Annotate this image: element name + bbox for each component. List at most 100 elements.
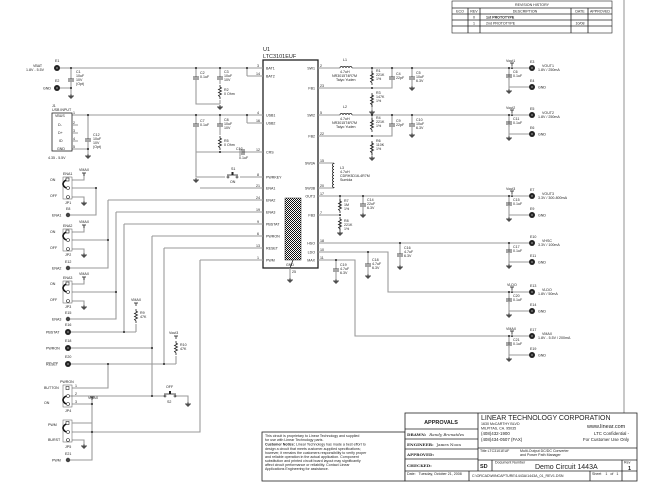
jp4-on: ON [44,401,50,405]
pin-num: 16 [256,119,260,123]
output-gnd-ref: E9 [530,207,534,211]
ic-ref: U1 [263,47,270,53]
c16-value: 4.7uF [404,250,414,254]
r3-tol: 1% [376,99,382,103]
svg-text:Date:Tuesday, October 21, 2008: Date:Tuesday, October 21, 2008 [407,472,462,476]
pbstat-terminal[interactable] [65,329,71,335]
capacitor-c4 [388,73,396,83]
pin-num: 24 [256,196,260,200]
c10-ref: C10 [416,118,423,122]
jp2-on: ON [50,230,56,234]
jp2-off: OFF [50,246,58,250]
pin-num: 4 [257,111,259,115]
usb-range: 4.35 - 5.5V [48,156,66,160]
output-gnd-ref: E14 [530,303,536,307]
c12-ref: C12 [93,133,100,137]
r4-value: 221K [376,120,385,124]
c9-value: 22pF [396,123,405,127]
output-label: VOUT1 [542,64,554,68]
vmax-flag: VMAX [88,396,99,400]
e12-ref: E12 [65,260,71,264]
c12-opt: (Opt) [93,145,101,149]
output-spec: 1.8V - 5.5V / 200mA [538,336,571,340]
size: SD [480,464,488,470]
output-gnd-ref: E19 [530,347,536,351]
rev-row-0-rev: 0 [473,16,475,20]
jumper-jp2[interactable] [62,228,73,252]
vldo-terminal[interactable] [529,289,535,295]
rev-header-desc: DESCRIPTION [513,10,538,14]
output-net-flag: VLDO [507,283,517,287]
r8-tol: 1% [344,227,350,231]
pin-num: 8 [257,173,259,177]
e18-ref: E18 [65,339,71,343]
r2-ref: R2 [224,88,229,92]
jumper-jp5[interactable] [62,419,73,443]
pwron-terminal[interactable] [65,345,71,351]
output-cap-value: 0.1uF [513,121,523,125]
capacitor-c2 [192,73,200,83]
ena2-test-point[interactable] [65,265,71,271]
jp3-net: ENA3 [63,276,72,280]
j1-pin-id: ID [59,139,63,143]
j1-pin-gnd: GND [57,147,65,151]
output-cap-value: 0.1uF [513,74,523,78]
vbat-terminal[interactable] [54,65,60,71]
rev-header-eco: ECO [456,10,464,14]
vout1-terminal[interactable] [529,65,535,71]
pin-out3: OUT3 [305,195,315,199]
fax: (408)434-0507 (FAX) [481,437,523,442]
jumper-jp1[interactable] [62,176,73,200]
jumper-jp4[interactable] [62,384,73,408]
gnd-terminal[interactable] [54,85,60,91]
r7-tol: 1% [344,207,350,211]
docnum-label: Document Number [495,461,526,465]
output-cap-value: 0.1uF [513,249,523,253]
gnd-terminal[interactable] [529,259,535,265]
output-label: VOUT2 [542,111,554,115]
ena1-test-point[interactable] [65,212,71,218]
svg-text:ENGINEER:James Noon: ENGINEER:James Noon [407,442,461,447]
pin-num: 2 [75,392,77,396]
gnd-terminal[interactable] [529,131,535,137]
sheet-label: Sheet [592,472,601,476]
notice-line: affect circuit performance or reliabilit… [265,463,350,467]
rev-row-1-desc: 2nd PROTOTYPE [486,22,516,26]
e15-label: ENA3 [52,318,61,322]
output-gnd-label: GND [538,86,546,90]
capacitor-c16 [396,250,404,260]
engineer-label: ENGINEER: [407,442,434,447]
e15-ref: E15 [65,311,71,315]
gnd-terminal[interactable] [529,352,535,358]
gnd-terminal[interactable] [529,212,535,218]
capacitor-c14 [359,200,367,210]
pwm-test-point[interactable] [65,457,71,463]
pushbutton-s1[interactable] [226,172,239,179]
vmax-terminal[interactable] [529,333,535,339]
gnd-terminal[interactable] [529,84,535,90]
vhsc-terminal[interactable] [529,240,535,246]
gnd-terminal[interactable] [529,308,535,314]
vmax-flag: VMAX [131,298,142,302]
address-2: MILPITAS, CA. 95035 [481,427,516,431]
pin-ena3: ENA3 [266,211,275,215]
jumper-jp3[interactable] [62,280,73,304]
file-path: C:\ORCAD\WINCAPTURE\1443A\1443A_01_REV1.… [472,474,564,478]
converter-section: L1 4.7uH NR3015T4R7M Taiyo Yuden R1 221K… [318,58,532,337]
l1-ref: L1 [343,58,347,62]
jp3-off: OFF [50,298,58,302]
jp3-on: ON [50,282,56,286]
ena3-test-point[interactable] [65,316,71,322]
pin-num: 5 [320,111,322,115]
pushbutton-s2[interactable] [163,391,177,398]
pin-num: 3 [75,400,77,404]
resistor-r7 [338,198,342,214]
vout3-terminal[interactable] [529,193,535,199]
c18-voltage: 6.3V [372,266,380,270]
output-label: VHSC [542,239,552,243]
c19-value: 4.7uF [340,267,350,271]
reset-terminal[interactable] [65,361,71,367]
date-value: Tuesday, October 21, 2008 [419,472,462,476]
vout2-terminal[interactable] [529,112,535,118]
